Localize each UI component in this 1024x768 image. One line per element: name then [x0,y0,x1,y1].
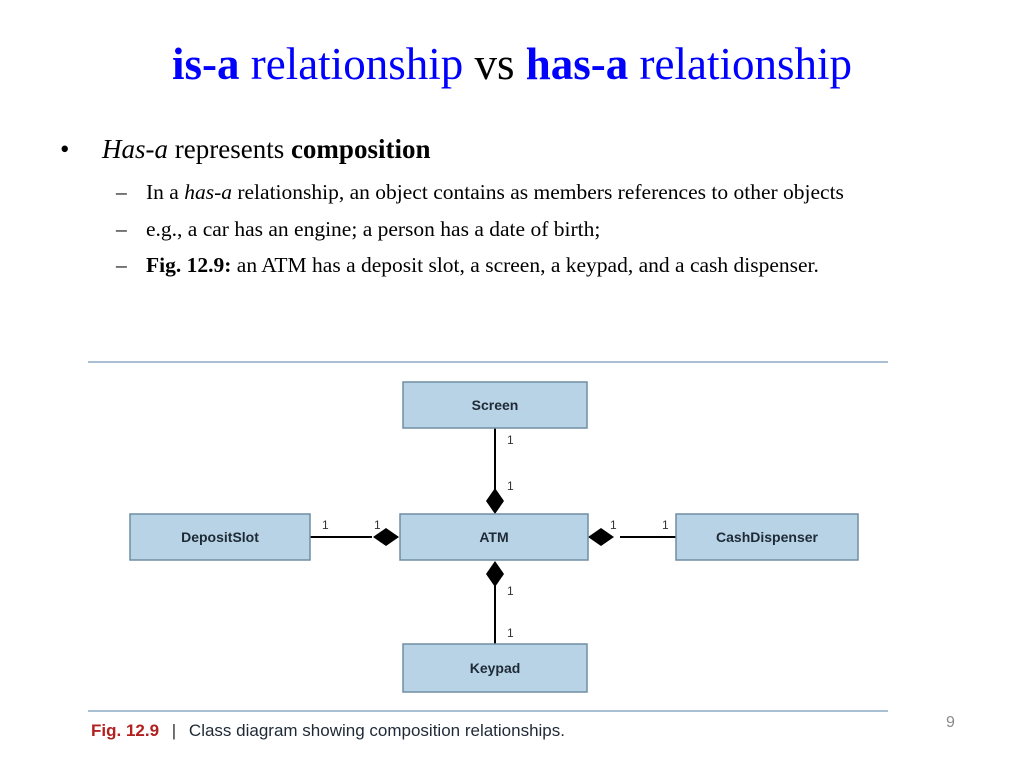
composition-diamond-left [373,528,399,546]
class-diagram: Screen DepositSlot ATM CashDispenser Key… [88,361,888,712]
class-atm-label: ATM [479,529,508,545]
class-keypad-label: Keypad [470,660,521,676]
bullet-italic: Has-a [102,134,168,164]
slide-title: is-a relationship vs has-a relationship [0,39,1024,90]
sub-bullet-dash: – [116,216,127,241]
class-deposit-slot-label: DepositSlot [181,529,259,545]
sub-bullet-1-prefix: In a [146,180,185,205]
class-keypad: Keypad [402,643,588,693]
bullet-dot: • [60,134,70,164]
figure-caption-separator: | [171,721,177,740]
class-deposit-slot: DepositSlot [129,513,311,561]
multiplicity-depositslot-end: 1 [322,518,329,532]
composition-diamond-top [486,488,504,514]
sub-bullet-1-text: relationship, an object contains as memb… [231,180,844,205]
sub-bullet-3-bold: Fig. 12.9: [146,252,232,277]
sub-bullet-1: – In a has-a relationship, an object con… [60,179,960,205]
title-relationship-2: relationship [628,39,852,89]
class-screen: Screen [402,381,588,429]
sub-bullet-3-text: an ATM has a deposit slot, a screen, a k… [231,252,819,277]
sub-bullet-dash: – [116,252,127,277]
class-cash-dispenser-label: CashDispenser [716,529,818,545]
sub-bullet-3: – Fig. 12.9: an ATM has a deposit slot, … [60,252,960,278]
title-has-a: has-a [514,39,629,89]
title-is-a: is-a [172,39,240,89]
bullet-list: • Has-a represents composition – In a ha… [60,133,960,278]
composition-diamond-bottom [486,561,504,587]
sub-bullet-1-italic: has-a [184,180,232,205]
class-screen-label: Screen [472,397,519,413]
bullet-bold: composition [290,134,431,164]
figure-caption: Fig. 12.9 | Class diagram showing compos… [91,721,565,741]
class-cash-dispenser: CashDispenser [675,513,859,561]
page-number: 9 [946,714,955,731]
title-relationship-1: relationship [239,39,475,89]
multiplicity-cashdispenser-end: 1 [662,518,669,532]
figure-caption-text: Class diagram showing composition relati… [188,721,565,740]
sub-bullet-2-text: e.g., a car has an engine; a person has … [146,216,601,241]
multiplicity-atm-left-end: 1 [374,518,381,532]
multiplicity-atm-bottom-end: 1 [507,584,514,598]
multiplicity-screen-end: 1 [507,433,514,447]
figure-caption-number: Fig. 12.9 [91,721,160,740]
multiplicity-atm-right-end: 1 [610,518,617,532]
title-vs: vs [474,39,515,89]
bullet-text: represents [168,134,291,164]
sub-bullet-dash: – [116,180,127,205]
multiplicity-atm-top-end: 1 [507,479,514,493]
bullet-item: • Has-a represents composition [60,133,960,165]
class-atm: ATM [399,513,589,561]
multiplicity-keypad-end: 1 [507,626,514,640]
sub-bullet-2: – e.g., a car has an engine; a person ha… [60,216,960,242]
composition-diamond-right [588,528,614,546]
